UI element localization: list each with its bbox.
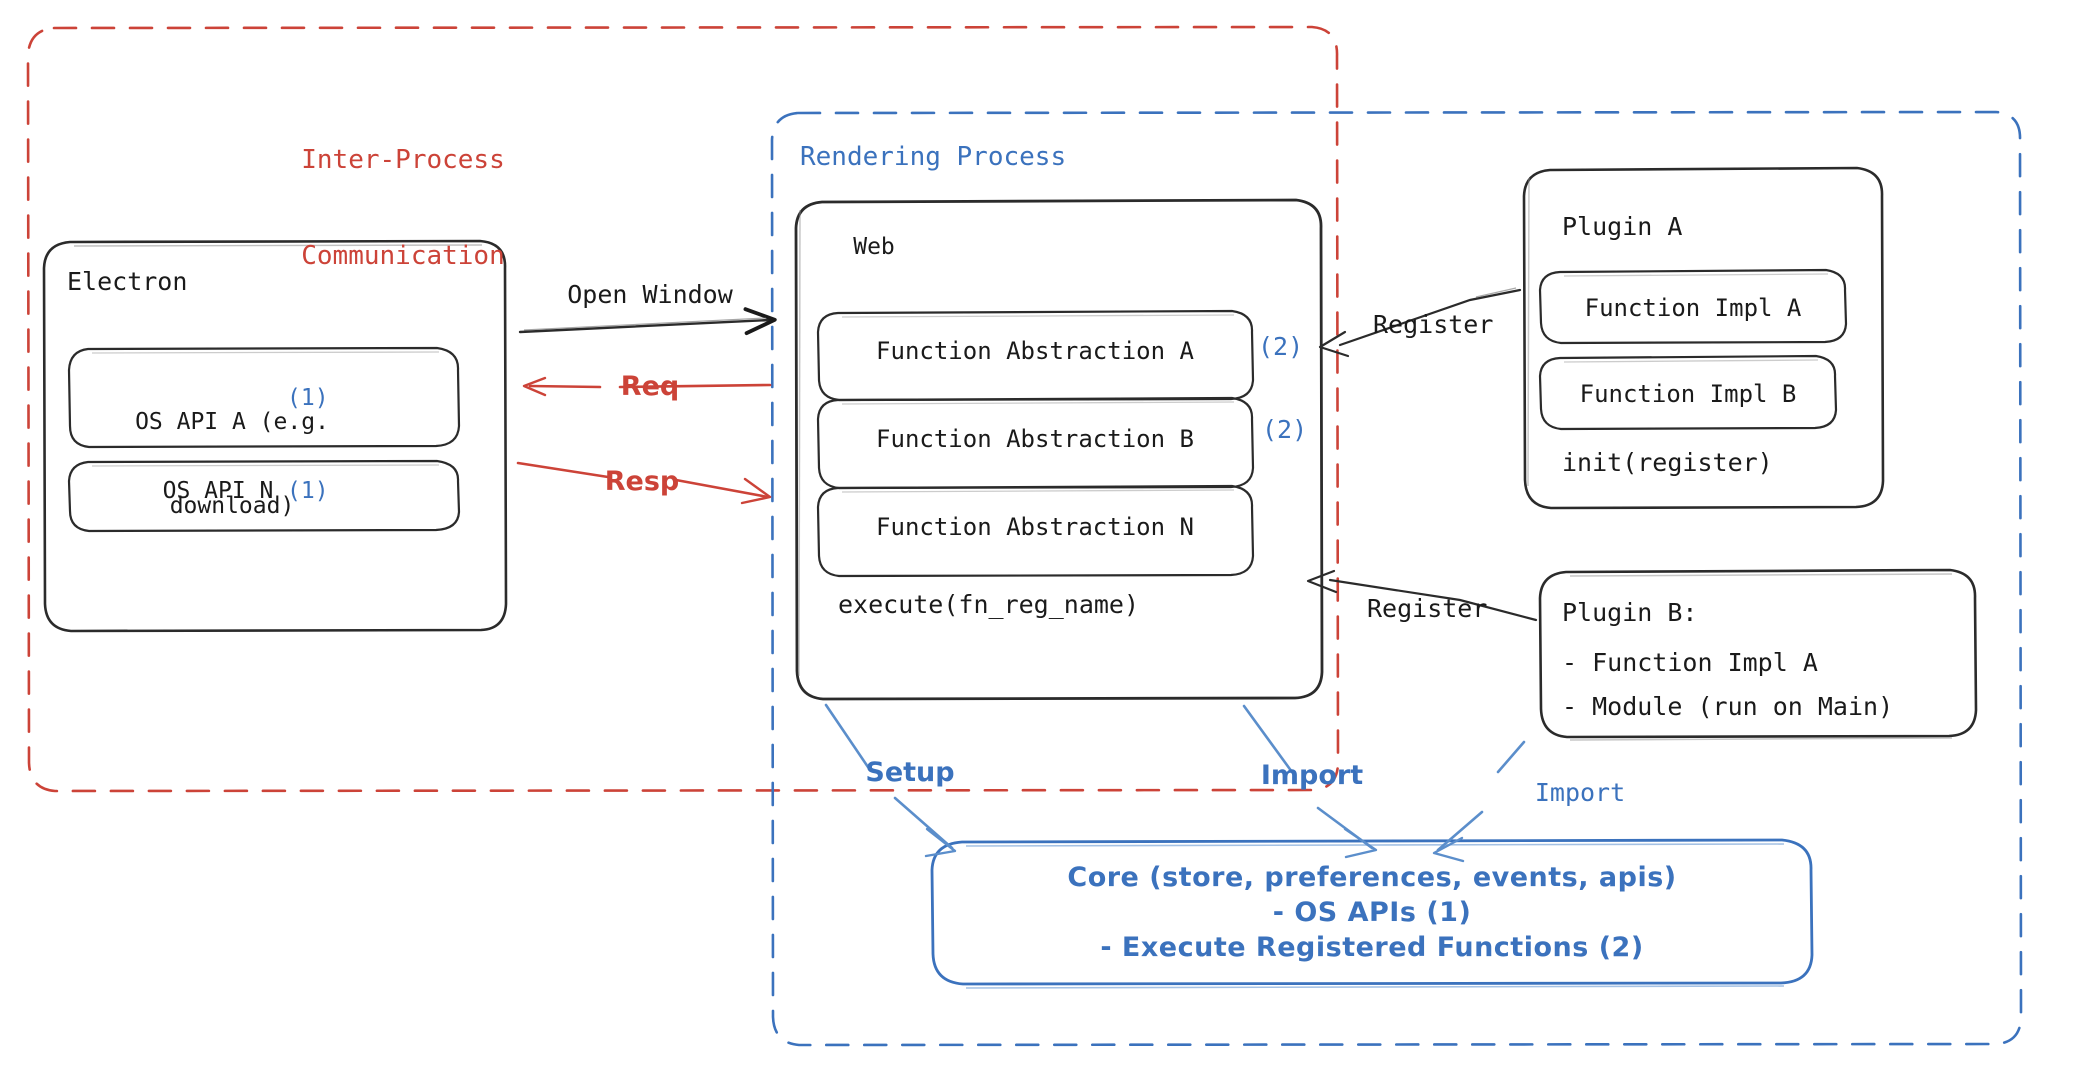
core-line-3: - Execute Registered Functions (2) [1100,932,1644,963]
edge-register-plugin-b [1306,569,1538,622]
os-api-a-marker: (1) [287,385,329,411]
function-abstraction-b-marker: (2) [1262,415,1308,444]
edge-label-req: Req [620,371,680,402]
os-api-n-box[interactable] [67,459,461,533]
core-box [930,838,1814,989]
plugin-b-item-1: - Module (run on Main) [1562,692,1894,721]
edge-import-web [1242,704,1378,859]
web-title: Web [853,234,895,260]
function-abstraction-n-box[interactable] [816,484,1255,578]
plugin-b-title: Plugin B: [1562,598,1698,627]
function-impl-b-box[interactable] [1538,354,1838,431]
region-rendering-process [770,110,2023,1047]
edge-register-plugin-a [1318,287,1522,358]
ipc-region-label: Inter-Process Communication [301,145,505,271]
edge-import-plugin-b [1432,740,1526,863]
plugin-b-box [1538,568,1978,741]
edge-label-register-plugin-b: Register [1367,594,1488,623]
edge-label-register-plugin-a: Register [1373,310,1494,339]
edge-label-setup: Setup [865,757,955,788]
edge-label-resp: Resp [604,466,680,497]
electron-box [42,239,508,633]
function-abstraction-n-label: Function Abstraction N [876,513,1194,541]
plugin-b-item-0: - Function Impl A [1562,648,1818,677]
os-api-a-box[interactable] [67,346,461,449]
edge-resp [516,461,772,505]
os-api-n-label: OS API N [162,478,274,504]
core-line-1: Core (store, preferences, events, apis) [1067,862,1677,893]
plugin-a-box [1522,166,1885,510]
web-box [794,198,1324,701]
function-impl-b-label: Function Impl B [1579,380,1797,408]
edge-label-import-web: Import [1260,760,1364,791]
plugin-a-init-label: init(register) [1562,448,1773,477]
edge-open-window [518,307,777,336]
edge-label-open-window: Open Window [567,280,733,309]
function-abstraction-a-marker: (2) [1258,332,1304,361]
region-inter-process-communication [26,25,1340,793]
web-execute-label: execute(fn_reg_name) [838,590,1140,619]
os-api-n-marker: (1) [287,478,329,504]
plugin-a-title: Plugin A [1562,212,1683,241]
function-abstraction-b-label: Function Abstraction B [876,425,1194,453]
edge-label-import-plugin-b: Import [1534,778,1626,807]
electron-title: Electron [67,267,188,296]
rendering-process-region-label: Rendering Process [800,142,1067,172]
os-api-a-label: OS API A (e.g. download) [135,409,329,520]
function-impl-a-label: Function Impl A [1584,294,1802,322]
edge-req [522,376,772,397]
edge-setup [824,703,957,858]
function-impl-a-box[interactable] [1538,268,1848,345]
function-abstraction-a-label: Function Abstraction A [876,337,1194,365]
core-line-2: - OS APIs (1) [1272,897,1472,928]
